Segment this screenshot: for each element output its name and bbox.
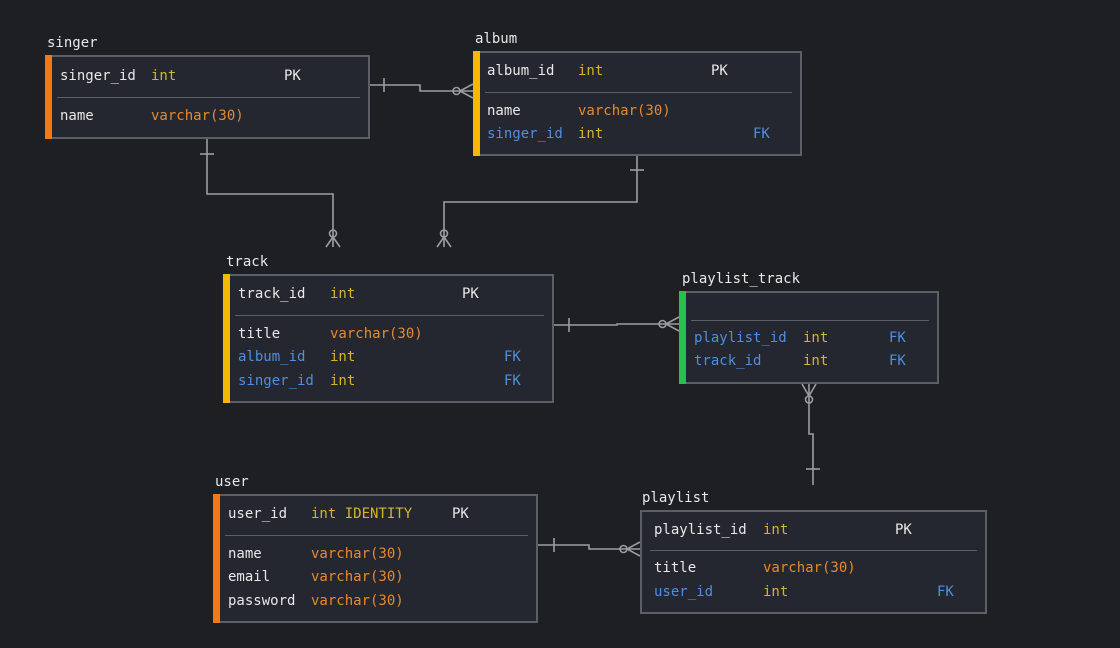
column-row[interactable]: email varchar(30) [215,567,536,587]
pk-row[interactable] [681,301,937,321]
pk-separator [691,320,929,321]
table-title-album: album [475,31,518,47]
edge-playlist-playlist-track [801,383,820,485]
table-singer[interactable]: singer_id int PK name varchar(30) [45,55,370,139]
column-type: int [578,126,604,142]
column-type: int [330,286,356,302]
column-name: album_id [238,349,306,365]
fk-label: FK [889,353,906,369]
pk-separator [225,535,528,536]
column-name: playlist_id [654,522,747,538]
column-row[interactable]: name varchar(30) [215,544,536,564]
column-type: int [803,353,829,369]
column-type: varchar(30) [311,593,404,609]
pk-separator [650,550,977,551]
column-name: singer_id [487,126,563,142]
table-accent [473,51,480,156]
edge-track-playlist-track [554,316,680,332]
table-title-playlist: playlist [642,490,710,506]
table-title-user: user [215,474,249,490]
column-name: user_id [228,506,288,522]
column-row[interactable]: playlist_id int FK [681,328,937,348]
fk-label: FK [753,126,770,142]
table-album[interactable]: album_id int PK name varchar(30) singer_… [473,51,802,156]
column-type: int [763,584,789,600]
column-name: title [238,326,281,342]
fk-label: FK [504,349,521,365]
column-name: name [60,108,94,124]
column-type: varchar(30) [311,569,404,585]
column-type: int [330,349,356,365]
pk-label: PK [284,68,301,84]
table-accent [679,291,686,384]
column-row[interactable]: title varchar(30) [225,324,552,344]
edge-singer-album [370,78,474,99]
column-type: varchar(30) [311,546,404,562]
column-row[interactable]: title varchar(30) [642,558,985,578]
column-type: int [330,373,356,389]
column-type: varchar(30) [763,560,856,576]
table-playlist[interactable]: playlist_id int PK title varchar(30) use… [640,510,987,614]
table-accent [223,274,230,403]
pk-row[interactable]: album_id int PK [475,61,800,81]
column-row[interactable]: name varchar(30) [475,101,800,121]
pk-row[interactable]: track_id int PK [225,284,552,304]
column-name: singer_id [238,373,314,389]
column-row[interactable]: album_id int FK [225,347,552,367]
column-name: singer_id [60,68,136,84]
pk-label: PK [895,522,912,538]
table-track[interactable]: track_id int PK title varchar(30) album_… [223,274,554,403]
pk-separator [57,97,360,98]
pk-row[interactable]: singer_id int PK [47,66,368,86]
pk-row[interactable]: user_id int IDENTITY PK [215,504,536,524]
pk-label: PK [462,286,479,302]
edge-user-playlist [538,538,641,557]
pk-row[interactable]: playlist_id int PK [642,520,985,540]
fk-label: FK [889,330,906,346]
column-type: varchar(30) [151,108,244,124]
column-name: track_id [694,353,762,369]
column-name: title [654,560,697,576]
pk-separator [235,315,544,316]
table-accent [213,494,220,623]
column-type: int [578,63,604,79]
column-type: int IDENTITY [311,506,413,522]
column-name: email [228,569,271,585]
table-title-track: track [226,254,269,270]
column-row[interactable]: singer_id int FK [475,124,800,144]
edge-singer-track [200,138,341,248]
pk-label: PK [452,506,469,522]
table-playlist-track[interactable]: playlist_id int FK track_id int FK [679,291,939,384]
column-name: user_id [654,584,714,600]
column-type: int [803,330,829,346]
column-row[interactable]: name varchar(30) [47,106,368,126]
column-row[interactable]: password varchar(30) [215,591,536,611]
pk-separator [485,92,792,93]
pk-label: PK [711,63,728,79]
column-name: password [228,593,296,609]
column-name: name [487,103,521,119]
column-row[interactable]: track_id int FK [681,351,937,371]
column-row[interactable]: user_id int FK [642,582,985,602]
column-type: varchar(30) [578,103,671,119]
column-name: name [228,546,262,562]
column-name: playlist_id [694,330,787,346]
column-name: track_id [238,286,306,302]
fk-label: FK [937,584,954,600]
table-title-playlist-track: playlist_track [682,271,801,287]
column-type: int [151,68,177,84]
edge-album-track [436,155,644,248]
column-name: album_id [487,63,555,79]
table-title-singer: singer [47,35,98,51]
table-accent [45,55,52,139]
column-type: int [763,522,789,538]
fk-label: FK [504,373,521,389]
table-user[interactable]: user_id int IDENTITY PK name varchar(30)… [213,494,538,623]
column-row[interactable]: singer_id int FK [225,371,552,391]
column-type: varchar(30) [330,326,423,342]
